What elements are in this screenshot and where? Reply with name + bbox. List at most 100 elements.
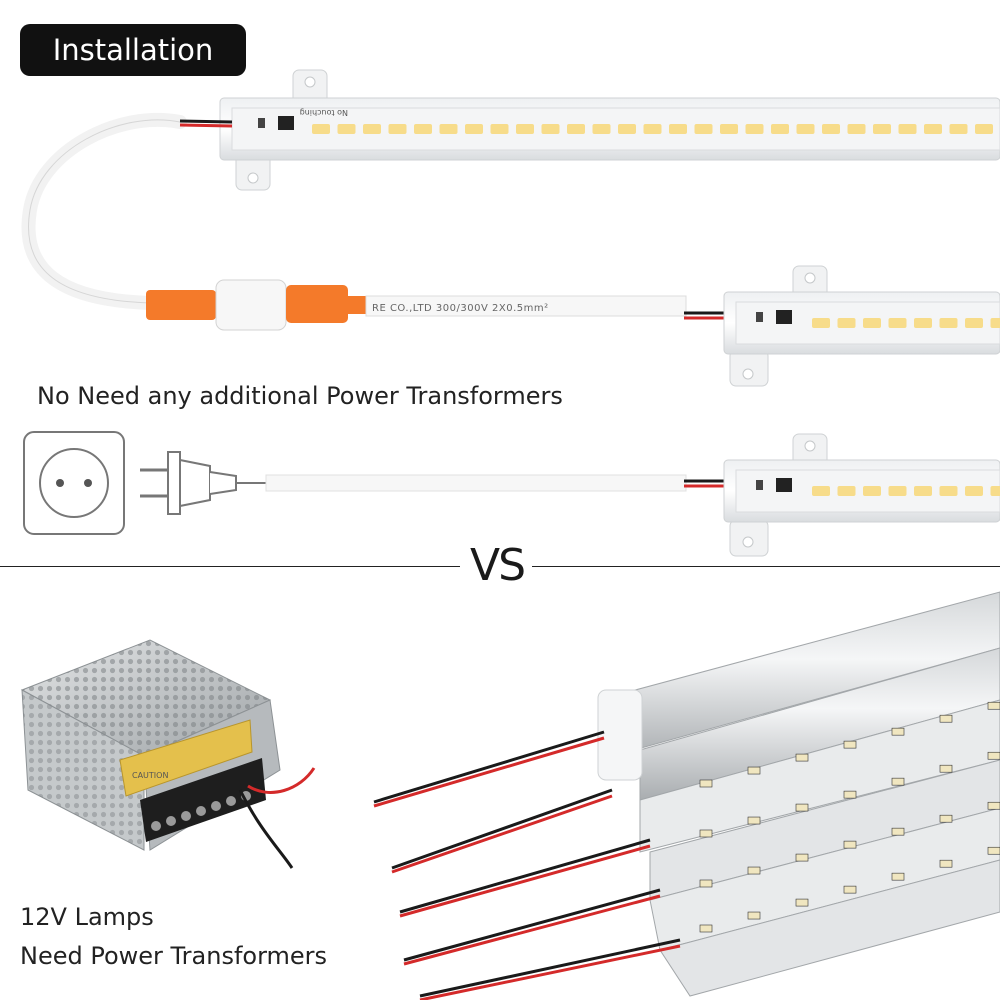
- led-bar-middle: [723, 265, 1000, 387]
- led-chip: [592, 124, 611, 134]
- led-chip: [939, 486, 958, 496]
- led-chip: [618, 124, 636, 134]
- led-chip: [439, 124, 458, 134]
- smd-led: [891, 872, 905, 881]
- divider-right: [532, 566, 1000, 567]
- smd-led: [939, 814, 953, 823]
- vs-label: VS: [469, 540, 526, 591]
- led-chip: [863, 318, 881, 328]
- smd-led: [987, 846, 1000, 855]
- 12v-lamps-caption: 12V Lamps: [20, 903, 154, 931]
- led-chip: [847, 124, 866, 134]
- led-bar-top: No touching: [219, 69, 1000, 191]
- led-chip: [516, 124, 534, 134]
- smd-led: [939, 764, 953, 773]
- led-chip: [863, 486, 881, 496]
- led-chip: [694, 124, 713, 134]
- led-chip: [490, 124, 509, 134]
- smd-led: [987, 751, 1000, 760]
- led-chip: [388, 124, 407, 134]
- smd-led: [795, 853, 809, 862]
- led-chip: [796, 124, 815, 134]
- terminal-screw: [226, 796, 236, 806]
- wire-black: [179, 119, 233, 124]
- led-chip: [312, 124, 330, 134]
- svg-text:No touching: No touching: [300, 108, 348, 117]
- led-chip: [465, 124, 483, 134]
- smd-led: [843, 790, 857, 799]
- led-chip: [771, 124, 789, 134]
- led-chip: [990, 486, 1000, 496]
- smd-led: [795, 753, 809, 762]
- led-chip: [990, 318, 1000, 328]
- svg-text:CAUTION: CAUTION: [132, 771, 168, 780]
- led-chip: [812, 318, 830, 328]
- 12v-wires: [373, 730, 681, 1000]
- smd-led: [747, 766, 761, 775]
- 12v-led-bars: [597, 591, 1000, 997]
- smd-led: [939, 859, 953, 868]
- led-chip: [643, 124, 662, 134]
- led-chip: [837, 486, 856, 496]
- led-chip: [745, 124, 764, 134]
- need-transformers-caption: Need Power Transformers: [20, 942, 328, 970]
- led-chip: [363, 124, 381, 134]
- smd-led: [891, 827, 905, 836]
- section-title: Installation: [20, 24, 246, 76]
- smd-led: [843, 840, 857, 849]
- led-chip: [888, 318, 907, 328]
- smd-led: [699, 779, 713, 788]
- led-chip: [822, 124, 840, 134]
- led-chip: [337, 124, 356, 134]
- smd-led: [699, 829, 713, 838]
- smd-led: [747, 866, 761, 875]
- divider-left: [0, 566, 460, 567]
- terminal-screw: [166, 816, 176, 826]
- svg-text:RE CO.,LTD 300/300V 2X0.5mm²: RE CO.,LTD 300/300V 2X0.5mm²: [372, 303, 549, 314]
- plug-icon: [140, 451, 266, 515]
- led-chip: [965, 486, 983, 496]
- smd-led: [843, 740, 857, 749]
- smd-led: [747, 816, 761, 825]
- led-chip: [541, 124, 560, 134]
- smd-led: [891, 777, 905, 786]
- no-transformer-caption: No Need any additional Power Transformer…: [37, 382, 563, 410]
- driver-chip: [278, 116, 294, 130]
- smd-led: [843, 885, 857, 894]
- terminal-screw: [181, 811, 191, 821]
- terminal-screw: [196, 806, 206, 816]
- led-chip: [924, 124, 942, 134]
- led-chip: [914, 318, 932, 328]
- smd-led: [747, 911, 761, 920]
- led-chip: [965, 318, 983, 328]
- wire-red: [179, 123, 233, 128]
- led-chip: [975, 124, 993, 134]
- led-chip: [898, 124, 917, 134]
- led-chip: [669, 124, 687, 134]
- smd-led: [795, 898, 809, 907]
- smd-led: [939, 714, 953, 723]
- smd-led: [891, 727, 905, 736]
- led-chip: [720, 124, 738, 134]
- terminal-screw: [151, 821, 161, 831]
- smd-led: [987, 701, 1000, 710]
- led-chip: [888, 486, 907, 496]
- led-chip: [837, 318, 856, 328]
- led-chip: [914, 486, 932, 496]
- smd-led: [987, 801, 1000, 810]
- led-chip: [949, 124, 968, 134]
- orange-connector: [146, 279, 368, 331]
- power-transformer: CAUTION: [20, 639, 316, 869]
- led-chip: [414, 124, 432, 134]
- smd-led: [699, 879, 713, 888]
- smd-led: [699, 924, 713, 933]
- led-chip: [812, 486, 830, 496]
- led-chip: [939, 318, 958, 328]
- smd-led: [795, 803, 809, 812]
- wall-socket-icon: [23, 431, 125, 535]
- led-chip: [873, 124, 891, 134]
- terminal-screw: [211, 801, 221, 811]
- led-chip: [567, 124, 585, 134]
- led-bar-lower: [723, 433, 1000, 557]
